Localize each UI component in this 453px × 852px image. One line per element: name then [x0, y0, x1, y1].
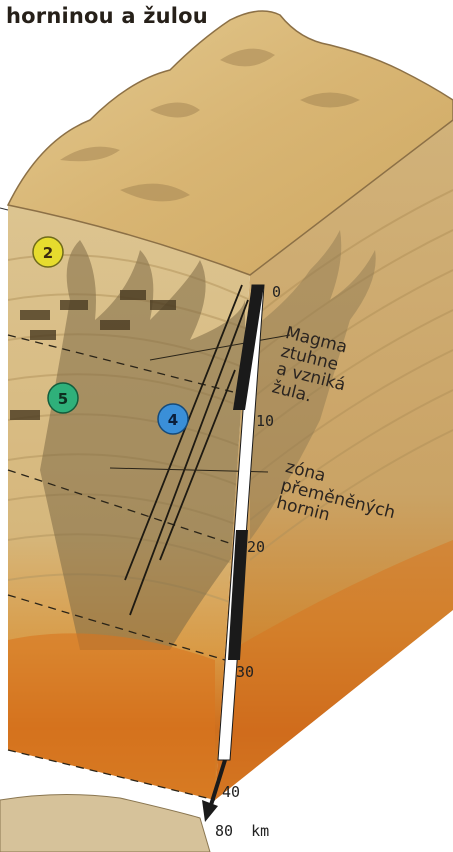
marker-5: 5	[48, 383, 78, 413]
depth-tick-30: 30	[236, 663, 254, 681]
depth-tick-40: 40	[222, 783, 240, 801]
marker-4-label: 4	[168, 411, 178, 429]
marker-5-label: 5	[58, 390, 68, 408]
depth-bottom-label: 80 km	[215, 822, 269, 840]
depth-tick-10: 10	[256, 412, 274, 430]
marker-2-label: 2	[43, 244, 53, 262]
marker-2: 2	[33, 237, 63, 267]
depth-unit: km	[251, 822, 269, 840]
depth-tick-20: 20	[247, 538, 265, 556]
depth-bottom-value: 80	[215, 822, 233, 840]
marker-4: 4	[158, 404, 188, 434]
depth-tick-0: 0	[272, 283, 281, 301]
